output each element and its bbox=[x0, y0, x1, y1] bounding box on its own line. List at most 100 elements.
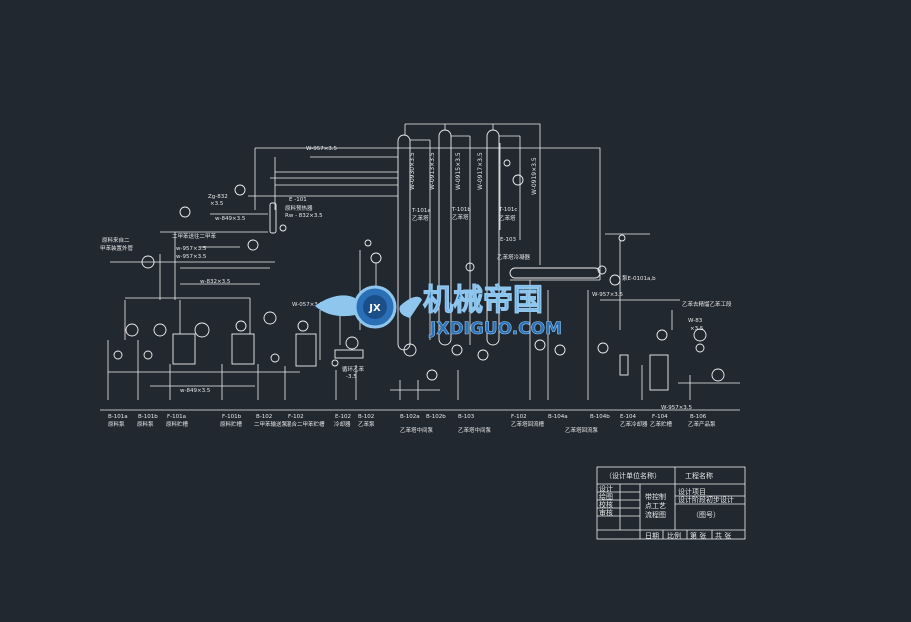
gear-hub-icon bbox=[363, 295, 387, 319]
tb-dept-2: 点工艺 bbox=[645, 502, 666, 510]
svg-text:E-102: E-102 bbox=[335, 414, 351, 420]
svg-text:原料泵: 原料泵 bbox=[137, 420, 154, 428]
svg-text:B-102a: B-102a bbox=[400, 414, 420, 420]
tag-e102: E-102 冷却器 bbox=[334, 414, 351, 428]
preheater-area: E -101 原料预热器 Rw - 832×3.5 Zg-832 ×3.5 w-… bbox=[100, 146, 338, 300]
tb-project: 工程名称 bbox=[685, 471, 713, 480]
label-tower-a: 乙苯塔 bbox=[412, 214, 429, 222]
vline-label-5: W-0919×3.5 bbox=[531, 157, 538, 195]
label-e101-name: 原料预热器 bbox=[285, 204, 313, 212]
tank-f104 bbox=[649, 354, 669, 391]
tag-e104: E-104 乙苯冷却器 bbox=[620, 414, 648, 428]
label-w957b: w-957×3.5 bbox=[176, 254, 207, 260]
svg-text:B-101b: B-101b bbox=[138, 414, 158, 420]
cooler-e104 bbox=[619, 354, 629, 376]
vline-label-4: W-0917×3.5 bbox=[477, 152, 484, 190]
title-block: （设计单位名称） 工程名称 设计 绘图 校核 审核 带控制 点工艺 流程图 设计… bbox=[596, 466, 746, 540]
svg-text:乙苯泵: 乙苯泵 bbox=[358, 420, 375, 428]
label-w3: W-957×3.5 bbox=[592, 292, 624, 298]
tb-scale: 比例 bbox=[667, 531, 681, 540]
svg-text:B-103: B-103 bbox=[458, 414, 475, 420]
tb-stage-2: 设计阶段初步设计 bbox=[678, 495, 734, 504]
svg-text:B-102b: B-102b bbox=[426, 414, 446, 420]
label-w4: W-057×3.5 bbox=[292, 302, 324, 308]
tag-f102-2: F-102 乙苯塔回流槽 bbox=[511, 414, 545, 428]
tag-b101b: B-101b 原料泵 bbox=[137, 414, 158, 428]
left-wing-icon bbox=[315, 295, 355, 317]
svg-text:二甲苯输送泵: 二甲苯输送泵 bbox=[254, 420, 288, 428]
tag-b102-2: B-102 乙苯泵 bbox=[358, 414, 375, 428]
svg-text:B-102: B-102 bbox=[256, 414, 272, 420]
tag-b104b: B-104b bbox=[590, 414, 610, 420]
tb-role-design: 设计 bbox=[599, 484, 613, 493]
svg-text:F-102: F-102 bbox=[288, 414, 304, 420]
svg-text:乙苯产品泵: 乙苯产品泵 bbox=[688, 420, 716, 428]
tag-b104a: B-104a 乙苯塔回流泵 bbox=[548, 414, 599, 434]
tank-f101a bbox=[172, 333, 196, 365]
label-w957a: w-957×3.5 bbox=[176, 246, 207, 252]
instrument-bubble bbox=[179, 206, 191, 218]
tag-b101a: B-101a 原料泵 bbox=[108, 414, 128, 428]
svg-text:乙苯塔中间泵: 乙苯塔中间泵 bbox=[458, 426, 492, 434]
tb-drawing-no: （图号） bbox=[692, 511, 720, 519]
svg-text:混合二甲苯贮槽: 混合二甲苯贮槽 bbox=[286, 420, 325, 428]
svg-text:B-101a: B-101a bbox=[108, 414, 128, 420]
svg-text:B-106: B-106 bbox=[690, 414, 707, 420]
equipment-tags: B-101a 原料泵 B-101b 原料泵 F-101a 原料贮槽 F-101b… bbox=[100, 409, 740, 434]
label-yijiao: 乙苯去精馏乙苯工段 bbox=[682, 300, 732, 308]
tb-role-review: 审核 bbox=[599, 508, 613, 517]
label-t101c-top: T-101c bbox=[498, 207, 517, 213]
tag-f101b: F-101b 原料贮槽 bbox=[220, 414, 243, 428]
svg-text:乙苯塔中间泵: 乙苯塔中间泵 bbox=[400, 426, 434, 434]
tb-role-draw: 绘图 bbox=[599, 492, 613, 501]
column-t101b bbox=[438, 129, 452, 346]
label-w832: w-832×3.5 bbox=[200, 279, 231, 285]
label-side-b: -3.5 bbox=[346, 374, 357, 380]
instrument-bubble bbox=[247, 239, 259, 251]
svg-text:冷却器: 冷却器 bbox=[334, 420, 351, 428]
vline-label-1: W-0930×3.5 bbox=[409, 152, 416, 190]
label-t101b-top: T-101b bbox=[451, 207, 471, 213]
tb-date: 日期 bbox=[645, 532, 659, 540]
label-w83b: ×3.5 bbox=[690, 326, 704, 332]
cooler-e102 bbox=[334, 349, 364, 359]
tag-b102: B-102 二甲苯输送泵 bbox=[254, 414, 288, 428]
label-tower-b: 乙苯塔 bbox=[452, 213, 469, 221]
svg-text:E-104: E-104 bbox=[620, 414, 636, 420]
tag-f104: F-104 乙苯贮槽 bbox=[650, 414, 673, 428]
svg-text:原料贮槽: 原料贮槽 bbox=[166, 420, 189, 428]
tb-stage-1: 设计项目 bbox=[678, 487, 706, 496]
tb-dept-3: 流程图 bbox=[645, 510, 666, 519]
label-recycle-1: 原料来自二 bbox=[102, 236, 130, 244]
tb-dept-1: 带控制 bbox=[645, 492, 666, 501]
right-section: 泵E-0101a,b T-101c 乙苯塔 E-103 乙苯塔冷凝器 T-101… bbox=[411, 159, 740, 411]
label-rw: Rw - 832×3.5 bbox=[285, 213, 323, 219]
tb-total: 共 张 bbox=[715, 531, 731, 540]
svg-text:B-104b: B-104b bbox=[590, 414, 610, 420]
label-side-a: 循环乙苯 bbox=[342, 365, 365, 373]
label-w849b: w-849×3.5 bbox=[180, 388, 211, 394]
tank-f102 bbox=[295, 333, 317, 367]
svg-text:F-104: F-104 bbox=[652, 414, 668, 420]
feed-section: w-849×3.5 W-057×3.5 bbox=[107, 298, 324, 400]
svg-text:B-104a: B-104a bbox=[548, 414, 568, 420]
vertical-line-labels: W-0930×3.5 W-0913×3.5 W-0915×3.5 W-0917×… bbox=[409, 152, 538, 195]
label-e103: E-103 bbox=[500, 237, 516, 243]
label-e103-name: 乙苯塔冷凝器 bbox=[497, 253, 531, 261]
svg-text:原料泵: 原料泵 bbox=[108, 420, 125, 428]
vline-label-3: W-0915×3.5 bbox=[455, 152, 462, 190]
label-w1: W-957×3.5 bbox=[306, 146, 338, 152]
label-w849a: w-849×3.5 bbox=[215, 216, 246, 222]
label-zg-2: ×3.5 bbox=[210, 201, 224, 207]
label-zg: Zg-832 bbox=[208, 194, 228, 200]
instrument-bubble bbox=[234, 184, 246, 196]
tag-b102b: B-102b bbox=[426, 414, 446, 420]
svg-text:乙苯塔回流槽: 乙苯塔回流槽 bbox=[511, 420, 545, 428]
label-tower-c: 乙苯塔 bbox=[499, 214, 516, 222]
label-w957r: W-957×3.5 bbox=[661, 405, 693, 411]
svg-text:F-102: F-102 bbox=[511, 414, 527, 420]
tag-f102: F-102 混合二甲苯贮槽 bbox=[286, 414, 325, 428]
label-w83: W-83 bbox=[688, 318, 703, 324]
